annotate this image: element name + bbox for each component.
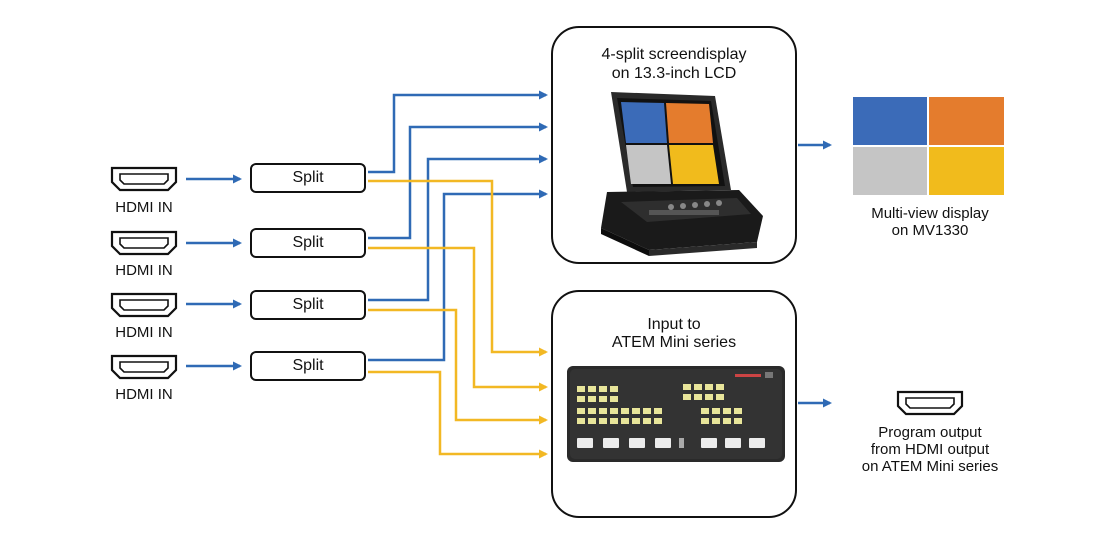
- atem-box-title-line1: Input to: [647, 316, 701, 333]
- hdmi-in-label: HDMI IN: [115, 199, 173, 216]
- atem-feed-lines: [368, 179, 548, 459]
- lcd-feed-line-1: [368, 90, 548, 174]
- laptop-lcd-monitor-icon: [601, 92, 763, 256]
- hdmi-port-icon: [110, 354, 178, 380]
- program-output-label-line3: on ATEM Mini series: [861, 458, 999, 475]
- lcd-display-box: 4-split screendisplay on 13.3-inch LCD: [551, 26, 797, 264]
- atem-box-title-line2: ATEM Mini series: [611, 334, 737, 351]
- hdmi-port-icon: [110, 230, 178, 256]
- lcd-feed-lines: [368, 90, 548, 362]
- multiview-label-line2: on MV1330: [891, 222, 969, 239]
- multiview-label-line1: Multi-view display: [871, 205, 989, 222]
- atem-mini-switcher-icon: [567, 366, 785, 462]
- lcd-feed-line-4: [368, 189, 548, 362]
- split-box: Split: [250, 290, 366, 320]
- split-box: Split: [250, 351, 366, 381]
- hdmi-in-label: HDMI IN: [115, 324, 173, 341]
- lcd-box-title-line2: on 13.3-inch LCD: [611, 65, 737, 82]
- atem-input-box: Input to ATEM Mini series: [551, 290, 797, 518]
- atem-feed-line-1: [368, 179, 548, 357]
- split-box: Split: [250, 163, 366, 193]
- hdmi-port-icon: [110, 166, 178, 192]
- lcd-feed-line-2: [368, 122, 548, 240]
- lcd-feed-line-3: [368, 154, 548, 302]
- split-box: Split: [250, 228, 366, 258]
- hdmi-port-icon: [896, 390, 964, 416]
- atem-feed-line-3: [368, 308, 548, 425]
- lcd-box-title-line1: 4-split screendisplay: [601, 46, 747, 63]
- hdmi-port-icon: [110, 292, 178, 318]
- multiview-display-quad: [853, 97, 1004, 195]
- program-output-label-line2: from HDMI output: [870, 441, 990, 458]
- hdmi-in-label: HDMI IN: [115, 262, 173, 279]
- atem-feed-line-4: [368, 370, 548, 459]
- atem-feed-line-2: [368, 246, 548, 392]
- hdmi-in-label: HDMI IN: [115, 386, 173, 403]
- program-output-label-line1: Program output: [878, 424, 982, 441]
- input-arrows: [186, 174, 242, 371]
